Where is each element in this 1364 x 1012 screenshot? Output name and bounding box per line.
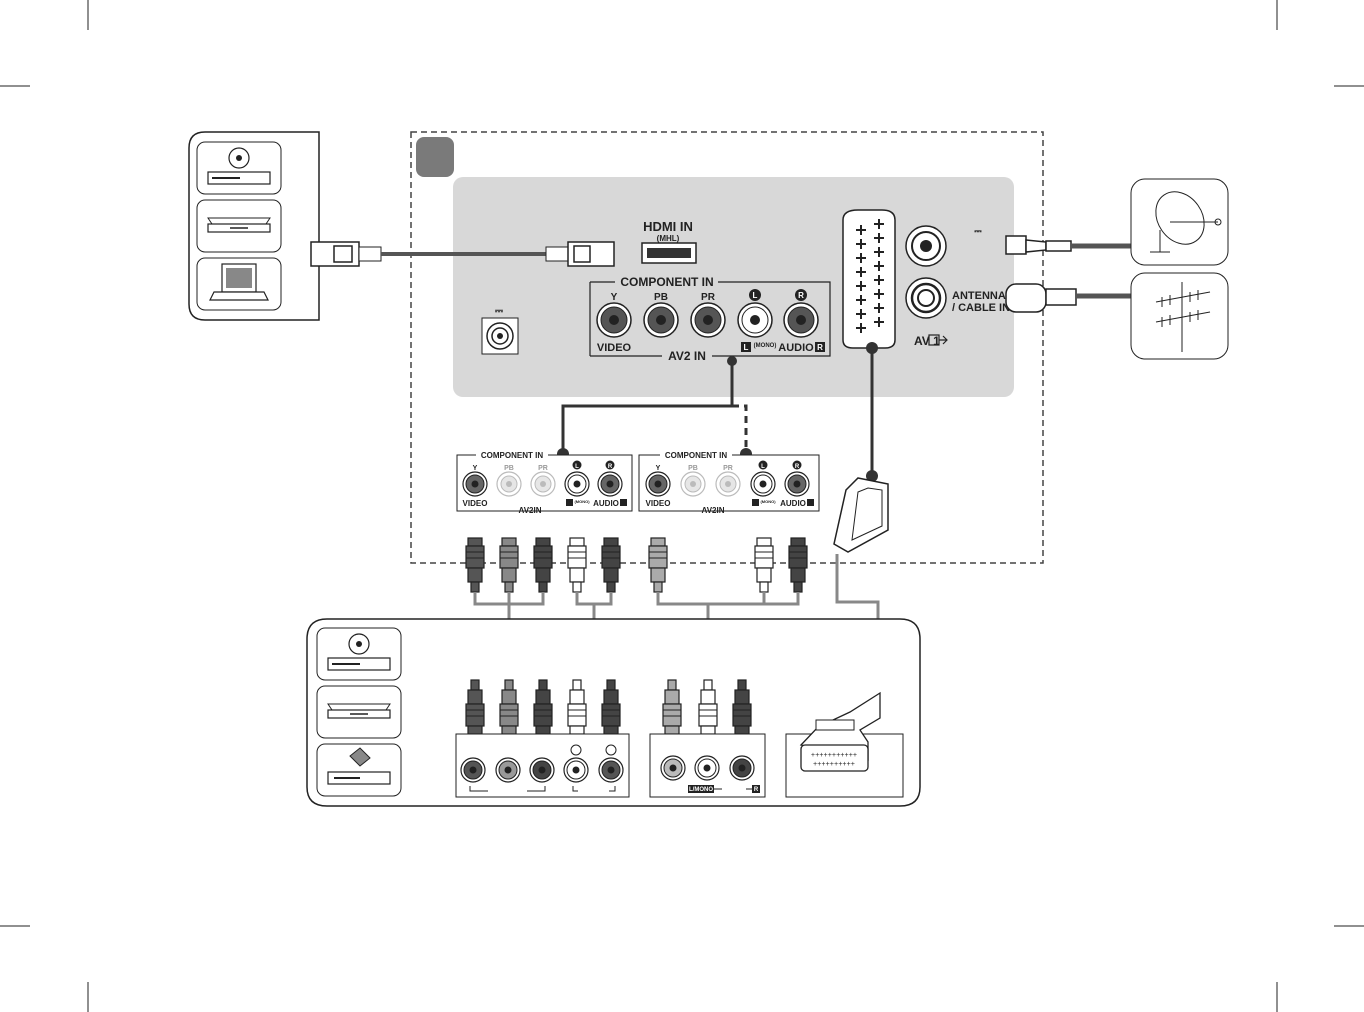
component-in-title: COMPONENT IN (620, 275, 713, 289)
hdmi-source-devices (188, 131, 320, 321)
rca-plug-r-upper (601, 537, 621, 593)
jack-y[interactable] (596, 302, 632, 338)
mini2-audio: AUDIO (780, 499, 806, 508)
hdmi-in-port[interactable]: HDMI IN (MHL) (641, 219, 697, 264)
satellite-cable (1005, 235, 1132, 255)
device-scart: +++++++++++ ++++++++++ (785, 691, 904, 798)
av2-link-wires (561, 348, 874, 476)
rca-plugs-upper (465, 537, 808, 593)
rca-plug-audio-r-upper (788, 537, 808, 593)
mini2-jack-pr (715, 471, 741, 497)
mini2-video: VIDEO (646, 499, 671, 508)
scart-pins-row1: +++++++++++ (811, 752, 857, 760)
dvd-player-icon-2 (316, 627, 402, 681)
tv-back-region (410, 131, 1044, 564)
mini1-r: R (608, 464, 613, 470)
mini2-jack-pb (680, 471, 706, 497)
antenna-cable (1005, 283, 1132, 313)
mini2-r: R (795, 464, 800, 470)
vcr-icon (316, 743, 402, 797)
mini2-pb: PB (688, 465, 698, 472)
r-badge: R (817, 343, 823, 352)
mini1-jack-pb (496, 471, 522, 497)
hdmi-in-label: HDMI IN (643, 219, 693, 234)
satellite-dish-box (1130, 178, 1229, 266)
antenna-box (1130, 272, 1229, 360)
av1-label: AV 1 (914, 334, 940, 348)
mini1-av2: AV2IN (519, 506, 542, 515)
device-component-jacks (455, 733, 630, 798)
scart-plug-tv (833, 477, 889, 553)
mini1-jack-r (597, 471, 623, 497)
av2-in-label: AV2 IN (668, 349, 706, 363)
mini2-jack-l (750, 471, 776, 497)
satellite-port[interactable]: ⎓ (905, 225, 982, 267)
antenna-label-line2: / CABLE IN (952, 302, 1010, 314)
scart-pins-row2: ++++++++++ (813, 761, 855, 769)
dc-jack[interactable]: ⎓ (481, 306, 519, 355)
jack-audio-r[interactable] (783, 302, 819, 338)
mini1-audio: AUDIO (593, 499, 619, 508)
component-in-group: COMPONENT IN Y PB PR L R VIDEO L (MONO) … (589, 275, 831, 363)
mini1-jack-y (462, 471, 488, 497)
mini1-mono: (MONO) (574, 499, 590, 504)
hdmi-cable (310, 241, 615, 267)
antenna-cable-in-port[interactable]: ANTENNA / CABLE IN (905, 277, 1010, 319)
rca-plug-pb-upper (499, 537, 519, 593)
mini1-jack-l (564, 471, 590, 497)
port-label-r: R (798, 291, 804, 300)
mini1-y: Y (473, 465, 478, 472)
av-source-devices: L/MONO R +++++++++++ ++++++++++ (306, 618, 921, 807)
port-label-pb: PB (654, 292, 668, 303)
mini2-av2: AV2IN (702, 506, 725, 515)
mini2-jack-r (784, 471, 810, 497)
mini1-pr: PR (538, 465, 548, 472)
scart-av1-port[interactable]: AV 1 (842, 209, 948, 349)
satellite-dish-icon (1150, 191, 1222, 253)
mini-panel-av: COMPONENT IN Y PB PR L R VIDEO AV2IN (MO… (638, 450, 820, 515)
dc-mark: ⎓ (495, 306, 503, 317)
region-marker (416, 137, 454, 177)
video-label: VIDEO (597, 342, 632, 354)
mini1-jack-pr (530, 471, 556, 497)
mini1-title: COMPONENT IN (481, 451, 543, 460)
mini2-title: COMPONENT IN (665, 451, 727, 460)
audio-label: AUDIO (778, 342, 814, 354)
rca-plug-l-upper (567, 537, 587, 593)
port-label-pr: PR (701, 292, 716, 303)
mini2-mono: (MONO) (760, 499, 776, 504)
rca-plug-y-upper (465, 537, 485, 593)
device-av-jacks: L/MONO R (649, 733, 766, 798)
mini1-l: L (575, 464, 579, 470)
device-r-label: R (754, 787, 759, 793)
rca-plug-audio-l-upper (754, 537, 774, 593)
antenna-icon (1155, 282, 1211, 352)
mono-label: (MONO) (754, 343, 777, 349)
jack-pb[interactable] (643, 302, 679, 338)
set-top-box-icon (196, 199, 282, 253)
hdmi-mhl-label: (MHL) (657, 234, 680, 243)
rca-plug-video-upper (648, 537, 668, 593)
jack-pr[interactable] (690, 302, 726, 338)
sat-dc-mark: ⎓ (974, 226, 982, 236)
mini2-l: L (761, 464, 765, 470)
dvd-player-icon (196, 141, 282, 195)
mini2-y: Y (656, 465, 661, 472)
port-label-l: L (753, 291, 758, 300)
mini2-jack-y (645, 471, 671, 497)
mini1-pb: PB (504, 465, 514, 472)
mini2-pr: PR (723, 465, 733, 472)
rca-plug-pr-upper (533, 537, 553, 593)
laptop-icon (196, 257, 282, 311)
lmono-label: L/MONO (689, 787, 713, 793)
l-badge: L (744, 343, 749, 352)
set-top-box-icon-2 (316, 685, 402, 739)
mini-panel-component: COMPONENT IN Y PB PR L R VIDEO AV2IN (MO… (456, 450, 633, 515)
antenna-label-line1: ANTENNA (952, 290, 1006, 302)
mini1-video: VIDEO (463, 499, 488, 508)
jack-audio-l[interactable] (737, 302, 773, 338)
port-label-y: Y (611, 292, 618, 303)
